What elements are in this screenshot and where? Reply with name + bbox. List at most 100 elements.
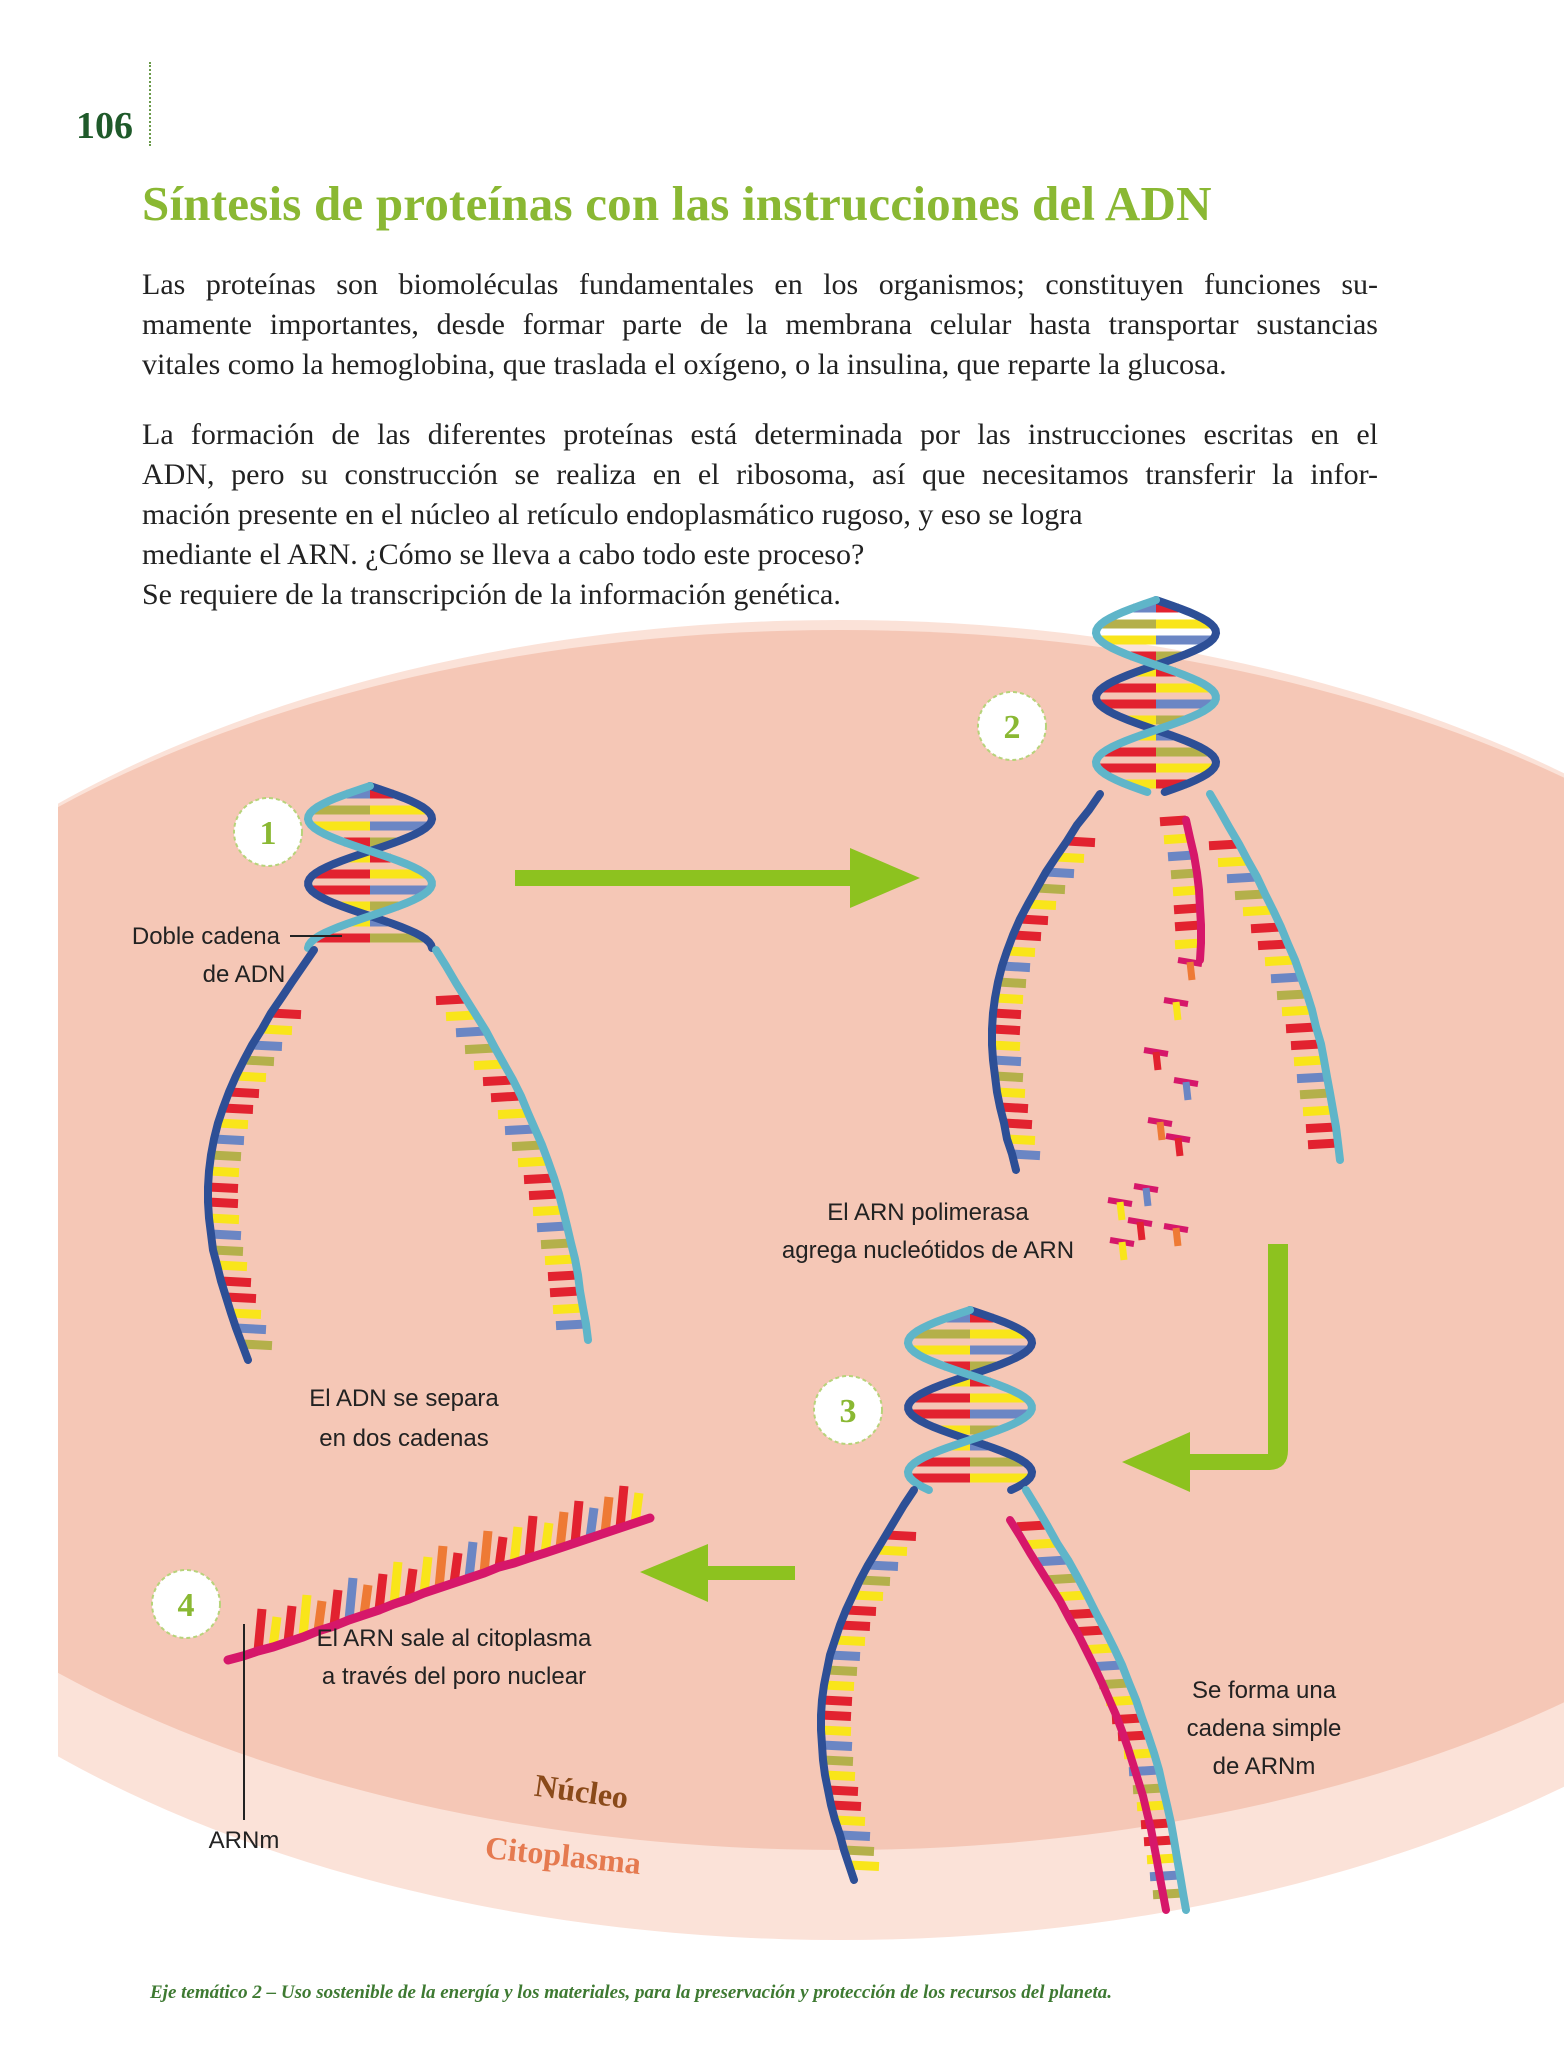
rna-strand [1182,816,1205,964]
label-arnm: ARNm [209,1827,280,1854]
rna-base [313,1600,327,1632]
dna-strand [432,946,592,1344]
nucleus-region [58,630,1564,1850]
dna-base [829,1650,861,1661]
dna-strand [1022,1486,1190,1914]
dna-base [1027,899,1057,910]
rna-base [419,1556,433,1594]
dna-base [1006,1134,1036,1145]
label-single-strand: cadena simple [1187,1715,1342,1742]
rna-base [600,1496,614,1534]
dna-base [1242,905,1274,917]
rna-base [570,1500,584,1544]
label-double-strand: Doble cadena [132,923,281,950]
dna-base [1159,815,1187,827]
paragraph-line: ADN, pero su construcción se realiza en … [142,458,1378,491]
dna-base [220,1276,252,1288]
dna-base [848,1860,880,1871]
dna-base [1174,938,1202,950]
rna-base [464,1541,478,1579]
dna-base [996,1087,1026,1098]
dna-base [821,1695,853,1706]
arrow-step2-to-step3 [1122,1244,1288,1492]
dna-base [826,1665,858,1676]
dna-base [207,1197,239,1209]
rna-nucleotide [1174,1137,1184,1157]
dna-base [1012,930,1042,942]
dna-base [1001,961,1031,973]
dna-base [235,1323,267,1335]
dna-base [820,1725,852,1736]
page-title: Síntesis de proteínas con las instruccio… [142,176,1212,231]
dna-base [867,1560,899,1571]
label-single-strand: de ARNm [1213,1753,1316,1780]
rna-nucleotide [1136,1221,1146,1241]
dna-base [435,994,467,1006]
rna-nucleotide [1118,1241,1128,1261]
dna-base [482,1075,514,1087]
dna-base [210,1229,242,1241]
dna-base [1011,1149,1041,1161]
rna-base [509,1526,523,1564]
dna-base [243,1055,275,1067]
dna-base [834,1815,866,1826]
dna-base [445,1010,477,1022]
dna-strand [817,1486,918,1884]
rna-nucleotide [1186,961,1196,981]
label-dna-separates: en dos cadenas [319,1425,488,1452]
dna-base [1226,872,1258,884]
dna-base [222,1103,254,1114]
dna-base [1056,1590,1088,1602]
process-arrows [515,848,1288,1602]
dna-base [547,1270,579,1282]
paragraph-line: mación presente en el núcleo al retículo… [142,498,1083,531]
paragraph-line: vitales como la hemoglobina, que traslad… [142,348,1227,381]
dna-base [1146,1853,1178,1865]
dna-base [1152,1888,1184,1900]
dna-base [517,1156,549,1168]
dna-base [1037,1555,1069,1567]
dna-base [1276,989,1308,1001]
step-badge-2: 2 [977,691,1047,761]
dna-base [1208,839,1240,851]
dna-base [228,1087,260,1099]
dna-base [216,1260,248,1272]
dna-base [1173,903,1201,915]
rna-base [524,1515,538,1559]
dna-base [1163,833,1191,845]
rna-base [615,1485,629,1529]
paragraph-line: Las proteínas son biomoléculas fundament… [142,268,1378,301]
dna-base [834,1635,866,1646]
rna-base [329,1589,343,1627]
label-rna-polymerase: agrega nucleótidos de ARN [782,1237,1074,1264]
paragraph-line: mamente importantes, desde formar parte … [142,308,1378,341]
step-badge-4: 4 [151,1569,221,1639]
step-number: 2 [1004,709,1021,746]
arrow-step3-to-step4 [640,1544,795,1602]
rna-base [389,1561,403,1605]
dna-strand [303,782,436,952]
dna-base [490,1091,522,1103]
rna-nucleotide [1116,1201,1126,1221]
arrow-step1-to-step2 [515,848,920,908]
dna-base [549,1286,581,1298]
step-number: 1 [260,815,277,852]
dna-base [1302,1105,1334,1117]
rna-strand [223,1513,655,1665]
dna-base [1045,867,1075,879]
dna-base [992,1008,1022,1020]
rna-base [540,1522,554,1554]
dna-strand [903,1306,1036,1494]
dna-base [528,1189,560,1201]
dna-base [1006,946,1036,957]
dna-strand [1091,596,1220,796]
rna-base [359,1584,373,1616]
paragraph-line: Se requiere de la transcripción de la in… [142,578,841,611]
dna-base [822,1755,854,1766]
dna-base [532,1205,564,1217]
dna-unwinding-step2 [988,596,1344,1174]
dna-base [261,1024,293,1036]
dna-base [455,1026,487,1038]
dna-base [1296,1072,1328,1084]
rna-nucleotide [1152,1051,1162,1071]
